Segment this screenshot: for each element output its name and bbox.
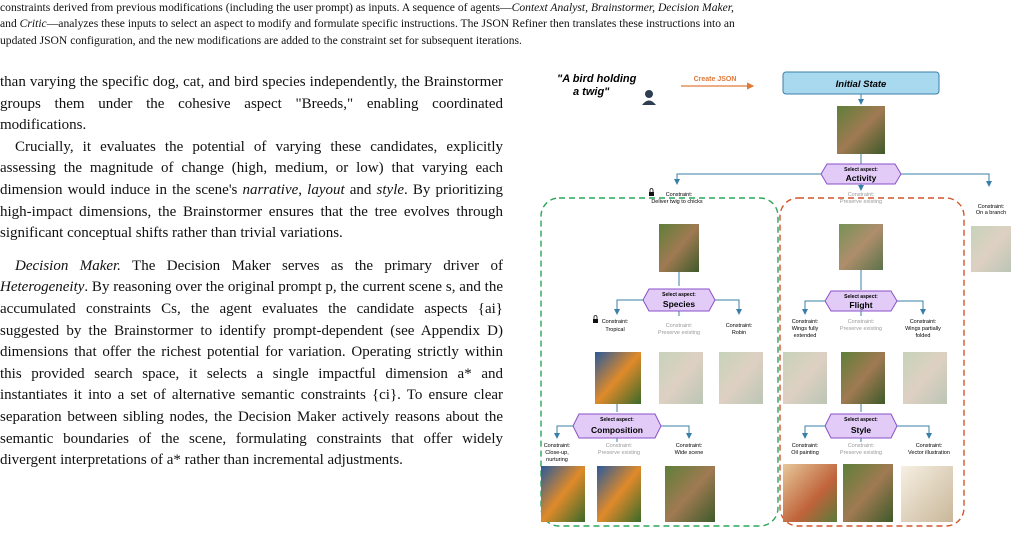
lock-icon [593,315,598,323]
aspect-activity-label: Activity [846,173,877,183]
constraint-branch: On a branch [976,210,1006,216]
constraint-preserve: Preserve existing [840,199,882,205]
image-wings-full [783,352,827,404]
constraint-closeup-2: nurturing [546,457,568,463]
initial-state-label: Initial State [836,79,887,90]
image-preserve-flight [841,352,885,404]
p2-narrative: narrative [242,181,299,198]
image-wings-partial [903,352,947,404]
initial-image [837,106,885,154]
aspect-composition-label: Composition [591,425,643,435]
constraint-wings-full-1: Wings fully [792,326,819,332]
prompt-text-line1: "A bird holding [557,73,637,85]
image-twig-chicks [659,224,699,272]
create-json-label: Create JSON [694,76,737,83]
constraint-label: Constraint: [792,319,819,325]
p3-heterogeneity: Heterogeneity [0,279,85,296]
green-branch-region [540,197,779,527]
image-preserve-species [659,352,703,404]
constraint-wings-full-2: extended [794,333,817,339]
image-closeup [541,466,585,522]
aspect-flight-label: Flight [849,300,872,310]
constraint-label: Constraint: [848,443,875,449]
constraint-label: Constraint: [792,443,819,449]
image-branch [971,226,1011,272]
constraint-wings-part-2: folded [916,333,931,339]
constraint-vector: Vector illustration [908,450,950,456]
caption-line3: updated JSON configuration, and the new … [0,33,522,47]
image-robin [719,352,763,404]
constraint-label: Constraint: [666,323,693,329]
constraint-label: Constraint: [916,443,943,449]
prompt-text-line2: a twig" [573,86,610,98]
p3-text-b: . By reasoning over the original prompt … [0,279,503,469]
image-preserve-composition [597,466,641,522]
paragraph-3: Decision Maker. The Decision Maker serve… [0,256,503,472]
caption-line1: constraints derived from previous modifi… [0,1,512,14]
constraint-label: Constraint: [848,319,875,325]
constraint-label: Constraint: [676,443,703,449]
figure-caption: constraints derived from previous modifi… [0,0,1032,49]
constraint-closeup-1: Close-up, [545,450,569,456]
paragraph-1: than varying the specific dog, cat, and … [0,74,503,134]
caption-line2b: —analyzes these inputs to select an aspe… [46,17,735,31]
image-wide-scene [665,466,715,522]
p2-style: style [376,181,405,198]
constraint-wings-part-1: Wings partially [905,326,941,332]
caption-line2a: and [0,17,20,31]
user-icon [642,90,656,105]
constraint-label: Constraint: [978,204,1005,210]
image-vector [901,466,953,522]
aspect-style-label: Style [851,425,872,435]
constraint-preserve: Preserve existing [658,330,700,336]
constraint-wide: Wide scene [675,450,704,456]
caption-agents: Context Analyst, Brainstormer, Decision … [511,1,734,14]
select-aspect-label: Select aspect: [844,417,878,423]
constraint-twig-chicks: Deliver twig to chicks [651,199,703,205]
p2-comma: , [298,181,308,198]
constraint-label: Constraint: [544,443,571,449]
p2-layout: layout [307,181,345,198]
p2-text-a: Crucially, it evaluates the potential of… [0,138,503,198]
constraint-label: Constraint: [666,192,693,198]
image-preserve-1 [839,224,883,270]
aspect-species-label: Species [663,299,695,309]
constraint-preserve: Preserve existing [598,450,640,456]
p2-and: and [344,181,377,198]
constraint-robin: Robin [732,330,746,336]
pipeline-figure: "A bird holding a twig" Create JSON Init… [540,71,1011,527]
image-oil-painting [783,464,837,522]
select-aspect-label: Select aspect: [662,292,696,298]
constraint-oil: Oil painting [791,450,819,456]
constraint-label: Constraint: [602,319,629,325]
select-aspect-label: Select aspect: [844,167,878,173]
constraint-preserve: Preserve existing [840,326,882,332]
p3-text-a: The Decision Maker serves as the primary… [120,257,503,274]
image-tropical [595,352,641,404]
constraint-preserve: Preserve existing [840,450,882,456]
constraint-label: Constraint: [848,192,875,198]
image-preserve-style [843,464,893,522]
orange-branch-region [779,197,965,527]
p2-text-b: . By prioritizing high-impact dimensions… [0,181,503,242]
body-text: than varying the specific dog, cat, and … [0,72,503,472]
constraint-tropical: Tropical [605,327,624,333]
caption-critic: Critic [19,17,47,31]
constraint-label: Constraint: [726,323,753,329]
constraint-label: Constraint: [606,443,633,449]
select-aspect-label: Select aspect: [844,294,878,300]
p3-title: Decision Maker. [15,257,121,274]
select-aspect-label: Select aspect: [600,417,634,423]
constraint-label: Constraint: [910,319,937,325]
paragraph-2: Crucially, it evaluates the potential of… [0,137,503,245]
lock-icon [649,188,654,196]
